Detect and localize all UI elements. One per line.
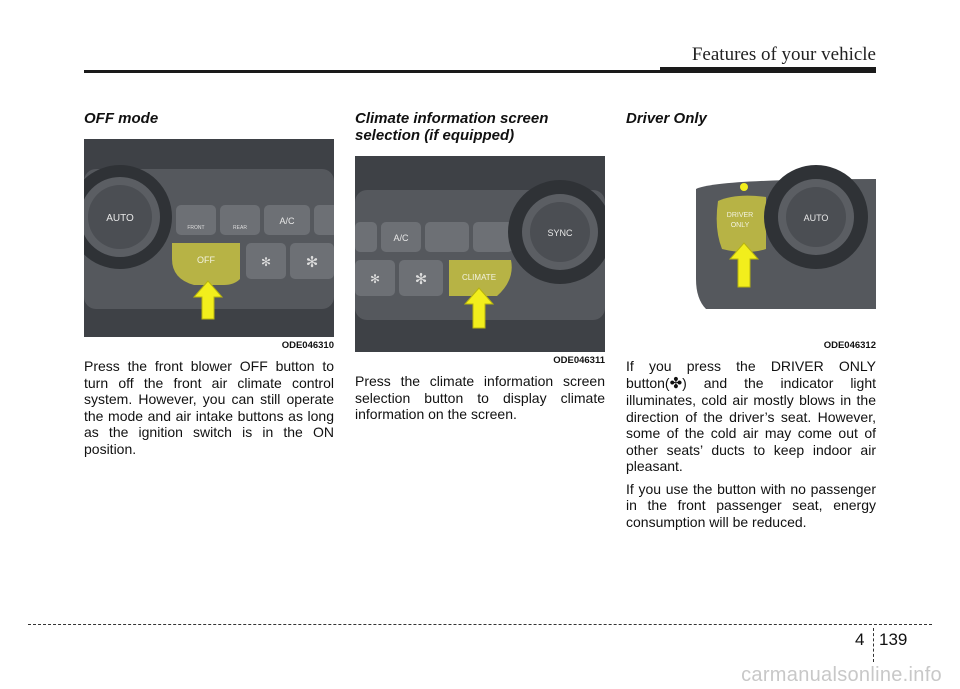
fan-icon: ✻ bbox=[261, 255, 271, 269]
climate-button-highlight bbox=[449, 260, 512, 296]
fan-up-button bbox=[399, 260, 443, 296]
arrow-up-icon bbox=[192, 280, 224, 320]
fan-icon: ✻ bbox=[370, 272, 380, 286]
fan-icon: ✻ bbox=[306, 254, 319, 271]
only-label: ONLY bbox=[731, 222, 750, 229]
climate-panel-illustration: DRIVER ONLY AUTO bbox=[626, 139, 876, 337]
figure-climate-info: A/C SYNC ✻ ✻ CLIMATE bbox=[355, 156, 605, 352]
off-button-highlight bbox=[172, 243, 240, 285]
section-driver-only: Driver Only DRIVER ONLY AUTO ODE046312 I… bbox=[626, 110, 876, 530]
recirculation-button bbox=[425, 222, 469, 252]
fan-down-button bbox=[246, 243, 286, 279]
arrow-up-icon bbox=[728, 242, 760, 288]
sync-label: SYNC bbox=[547, 228, 573, 238]
svg-text:FRONT: FRONT bbox=[187, 225, 204, 231]
auto-label: AUTO bbox=[106, 213, 134, 224]
ac-button bbox=[381, 222, 421, 252]
section-climate-info: Climate information screen selection (if… bbox=[355, 110, 605, 423]
driver-only-icon: ✤ bbox=[669, 374, 683, 392]
front-defrost-button bbox=[176, 205, 216, 235]
watermark: carmanualsonline.info bbox=[741, 664, 942, 686]
section-off-mode: OFF mode AUTO FRONT REAR A/C OFF ✻ ✻ ODE… bbox=[84, 110, 334, 457]
chapter-number: 4 bbox=[855, 630, 865, 649]
figure-caption: ODE046312 bbox=[823, 340, 876, 351]
mode-button bbox=[473, 222, 513, 252]
section-body: Press the climate information screen sel… bbox=[355, 373, 605, 422]
page-separator bbox=[873, 628, 874, 662]
section-heading: Driver Only bbox=[626, 110, 707, 127]
section-heading: Climate information screen selection (if… bbox=[355, 110, 549, 144]
header-rule bbox=[84, 70, 876, 73]
arrow-up-icon bbox=[463, 287, 495, 329]
climate-panel-illustration: A/C SYNC ✻ ✻ CLIMATE bbox=[355, 156, 605, 352]
off-label: OFF bbox=[197, 255, 215, 265]
fan-down-button bbox=[355, 260, 395, 296]
page-number: 139 bbox=[879, 630, 908, 649]
section-body: If you press the DRIVER ONLY button(✤) a… bbox=[626, 358, 876, 530]
header-rule-thick bbox=[660, 67, 876, 73]
indicator-light-icon bbox=[740, 183, 748, 191]
rear-defrost-button bbox=[220, 205, 260, 235]
ac-button bbox=[264, 205, 310, 235]
driver-label: DRIVER bbox=[727, 212, 753, 219]
figure-caption: ODE046311 bbox=[553, 355, 605, 366]
climate-label: CLIMATE bbox=[462, 273, 496, 282]
svg-text:REAR: REAR bbox=[233, 225, 247, 231]
section-heading: OFF mode bbox=[84, 110, 159, 127]
driver-only-button-highlight bbox=[716, 195, 766, 252]
svg-text:A/C: A/C bbox=[393, 233, 409, 243]
fan-icon: ✻ bbox=[415, 271, 428, 288]
auto-label: AUTO bbox=[804, 213, 829, 223]
figure-caption: ODE046310 bbox=[281, 340, 334, 351]
figure-off-mode: AUTO FRONT REAR A/C OFF ✻ ✻ bbox=[84, 139, 334, 337]
figure-driver-only: DRIVER ONLY AUTO bbox=[626, 139, 876, 337]
climate-panel-illustration: AUTO FRONT REAR A/C OFF ✻ ✻ bbox=[84, 139, 334, 337]
header-title: Features of your vehicle bbox=[691, 44, 876, 65]
section-body: Press the front blower OFF button to tur… bbox=[84, 358, 334, 457]
fan-up-button bbox=[290, 243, 334, 279]
footer-rule bbox=[28, 624, 932, 625]
svg-text:A/C: A/C bbox=[279, 216, 295, 226]
